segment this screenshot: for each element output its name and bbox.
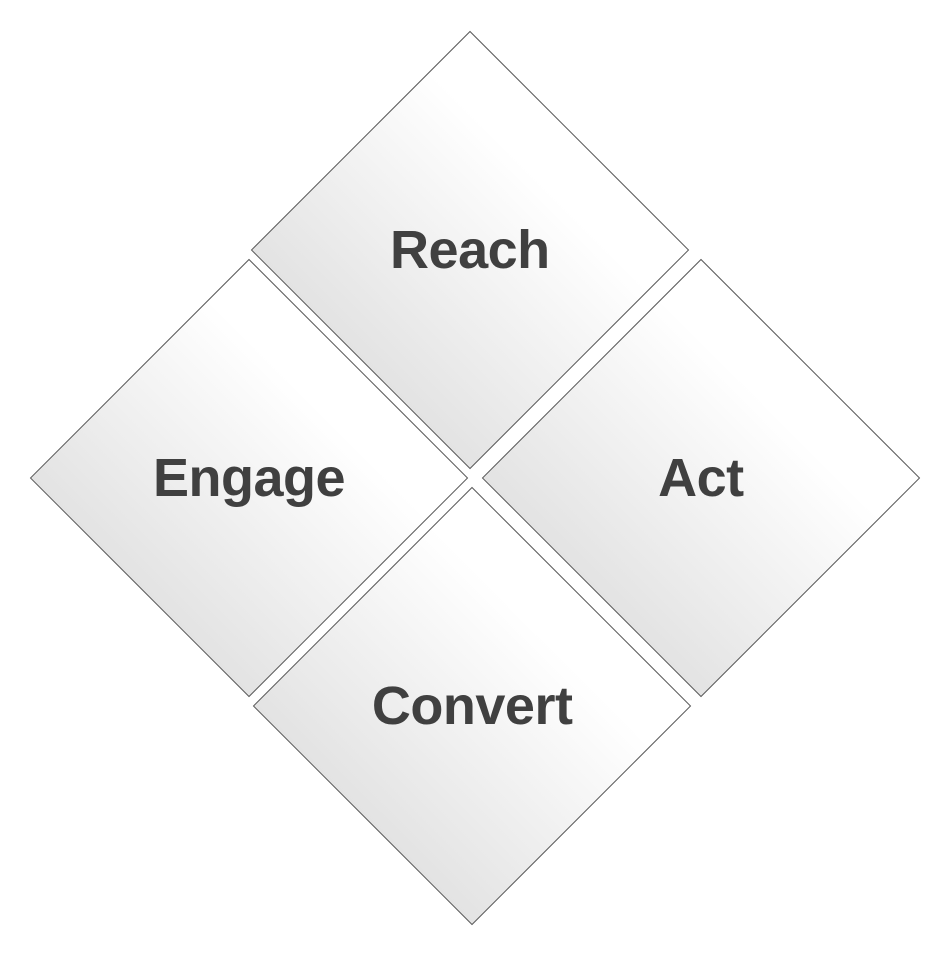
diamond-act-label: Act [658,447,744,508]
diamond-convert-label: Convert [371,676,573,736]
diamond-reach-label: Reach [390,220,550,280]
diamond-engage-label: Engage [152,447,346,508]
